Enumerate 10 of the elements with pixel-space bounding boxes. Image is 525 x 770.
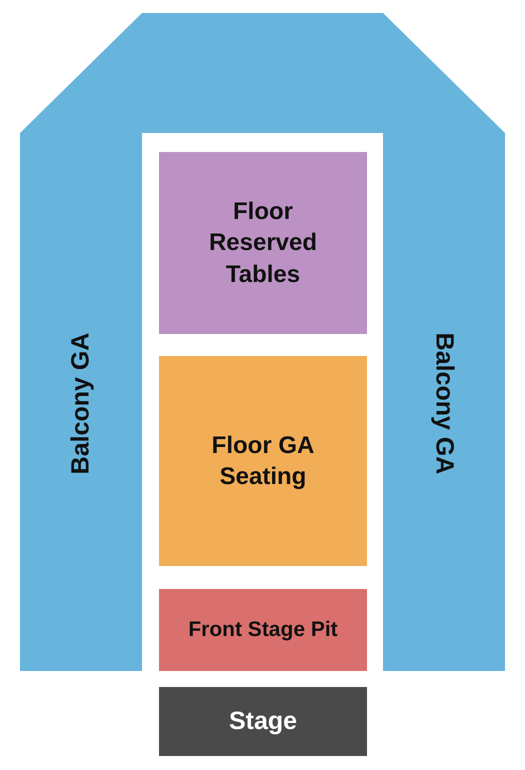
seating-section — [159, 589, 367, 671]
section-label: Floor GA Seating — [210, 430, 316, 492]
section-label: Floor Reserved Tables — [208, 197, 318, 290]
seating-section — [159, 687, 367, 756]
section-label: Balcony GA — [66, 332, 96, 474]
seating-section — [159, 356, 367, 566]
section-label: Balcony GA — [429, 332, 458, 474]
section-label: Stage — [228, 706, 298, 738]
section-label: Front Stage Pit — [188, 617, 338, 644]
seating-section — [159, 152, 367, 334]
